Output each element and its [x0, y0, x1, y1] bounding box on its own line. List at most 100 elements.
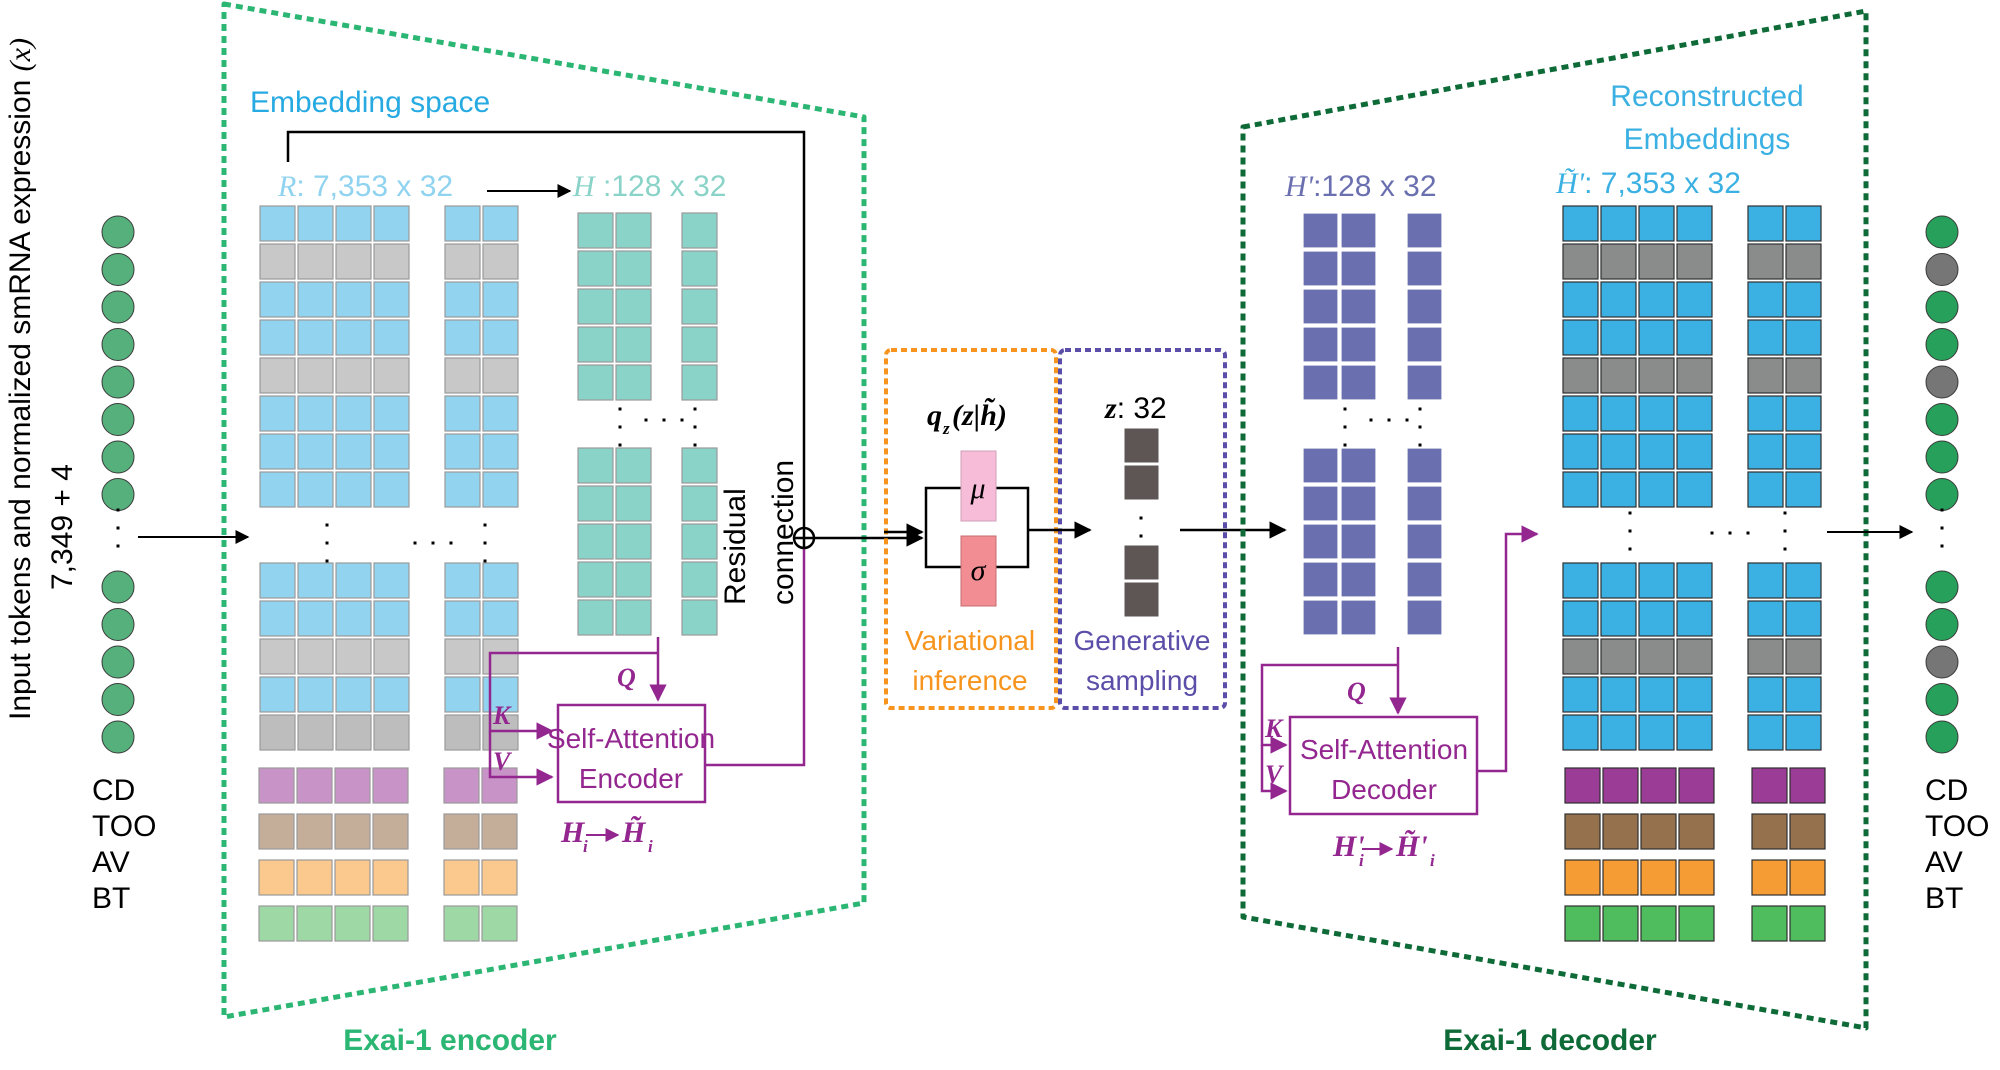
matrix-cell — [681, 250, 718, 287]
matrix-cell — [1562, 243, 1599, 280]
matrix-cell — [1676, 600, 1713, 637]
matrix-cell — [297, 433, 334, 470]
vertical-ellipsis — [483, 523, 487, 563]
encoder-q-label: Q — [617, 663, 636, 692]
matrix-cell — [1600, 638, 1637, 675]
matrix-cell — [1600, 600, 1637, 637]
matrix-cell — [1638, 281, 1675, 318]
matrix-cell — [297, 714, 334, 751]
r-row-blue — [259, 562, 519, 599]
token-row-av — [1564, 859, 1826, 896]
vertical-ellipsis — [325, 523, 329, 563]
h-row — [577, 485, 718, 522]
matrix-cell — [444, 676, 481, 713]
output-node — [1925, 440, 1959, 474]
matrix-cell — [335, 600, 372, 637]
matrix-cell — [1747, 471, 1784, 508]
horizontal-ellipsis — [644, 418, 684, 422]
matrix-cell — [1747, 395, 1784, 432]
input-node-column — [101, 215, 135, 754]
matrix-cell — [1747, 357, 1784, 394]
matrix-cell — [1600, 357, 1637, 394]
svg-text:q: q — [927, 399, 942, 432]
recon-row-blue — [1562, 395, 1822, 432]
matrix-cell — [1562, 433, 1599, 470]
hprime-row — [1302, 485, 1443, 522]
matrix-cell — [1562, 281, 1599, 318]
matrix-cell — [373, 357, 410, 394]
decoder-box-line2: Decoder — [1331, 774, 1437, 805]
matrix-cell — [1302, 288, 1339, 325]
matrix-cell — [1340, 599, 1377, 636]
matrix-cell — [1638, 600, 1675, 637]
matrix-cell — [373, 600, 410, 637]
input-node — [101, 290, 135, 324]
matrix-cell — [335, 243, 372, 280]
matrix-cell — [258, 767, 295, 804]
vertical-ellipsis — [1343, 407, 1347, 447]
matrix-cell — [1600, 433, 1637, 470]
matrix-cell — [1406, 599, 1443, 636]
matrix-cell — [443, 905, 480, 942]
hprime-row — [1302, 561, 1443, 598]
h-row — [577, 288, 718, 325]
variational-label-line2: inference — [912, 665, 1027, 696]
matrix-cell — [444, 471, 481, 508]
matrix-cell — [297, 281, 334, 318]
output-node — [1925, 403, 1959, 436]
matrix-cell — [1747, 243, 1784, 280]
matrix-cell — [444, 600, 481, 637]
matrix-cell — [1302, 364, 1339, 401]
matrix-cell — [258, 813, 295, 850]
self-attention-encoder-box[interactable] — [556, 703, 707, 804]
matrix-cell — [1640, 859, 1677, 896]
matrix-cell — [258, 859, 295, 896]
matrix-cell — [1676, 676, 1713, 713]
matrix-cell — [1562, 676, 1599, 713]
r-row-blue — [259, 395, 519, 432]
matrix-cell — [482, 205, 519, 242]
embedding-space-label: Embedding space — [250, 86, 490, 119]
decoder-v-label: V — [1265, 760, 1285, 789]
r-row-gray — [259, 357, 519, 394]
matrix-cell — [1638, 714, 1675, 751]
matrix-cell — [335, 638, 372, 675]
output-node — [1925, 478, 1959, 511]
recon-row-blue — [1562, 281, 1822, 318]
matrix-cell — [1406, 447, 1443, 484]
matrix-cell — [1747, 600, 1784, 637]
r-row-blue — [259, 281, 519, 318]
mu-label: μ — [969, 472, 985, 505]
sigma-label: σ — [971, 554, 987, 587]
recon-row-blue — [1562, 471, 1822, 508]
output-node — [1925, 608, 1959, 641]
matrix-cell — [1676, 319, 1713, 356]
h-row — [577, 212, 718, 249]
matrix-cell — [334, 767, 371, 804]
matrix-cell — [1638, 319, 1675, 356]
matrix-cell — [1564, 859, 1601, 896]
self-attention-decoder-box[interactable] — [1288, 715, 1479, 816]
encoder-k-label: K — [492, 701, 512, 730]
matrix-cell — [373, 243, 410, 280]
output-node — [1925, 570, 1959, 604]
matrix-cell — [615, 485, 652, 522]
matrix-cell — [1600, 281, 1637, 318]
matrix-cell — [681, 364, 718, 401]
recon-row-blue — [1562, 319, 1822, 356]
svg-text:i: i — [648, 837, 653, 856]
recon-row-blue — [1562, 600, 1822, 637]
matrix-cell — [297, 600, 334, 637]
matrix-cell — [1678, 767, 1715, 804]
hprime-row — [1302, 364, 1443, 401]
recon-row-blue — [1562, 562, 1822, 599]
matrix-cell — [297, 205, 334, 242]
vertical-ellipsis — [1628, 511, 1632, 551]
token-row-cd — [1564, 767, 1826, 804]
matrix-cell — [681, 326, 718, 363]
input-node — [101, 215, 135, 249]
matrix-cell — [1747, 281, 1784, 318]
encoder-v-label: V — [493, 747, 513, 776]
